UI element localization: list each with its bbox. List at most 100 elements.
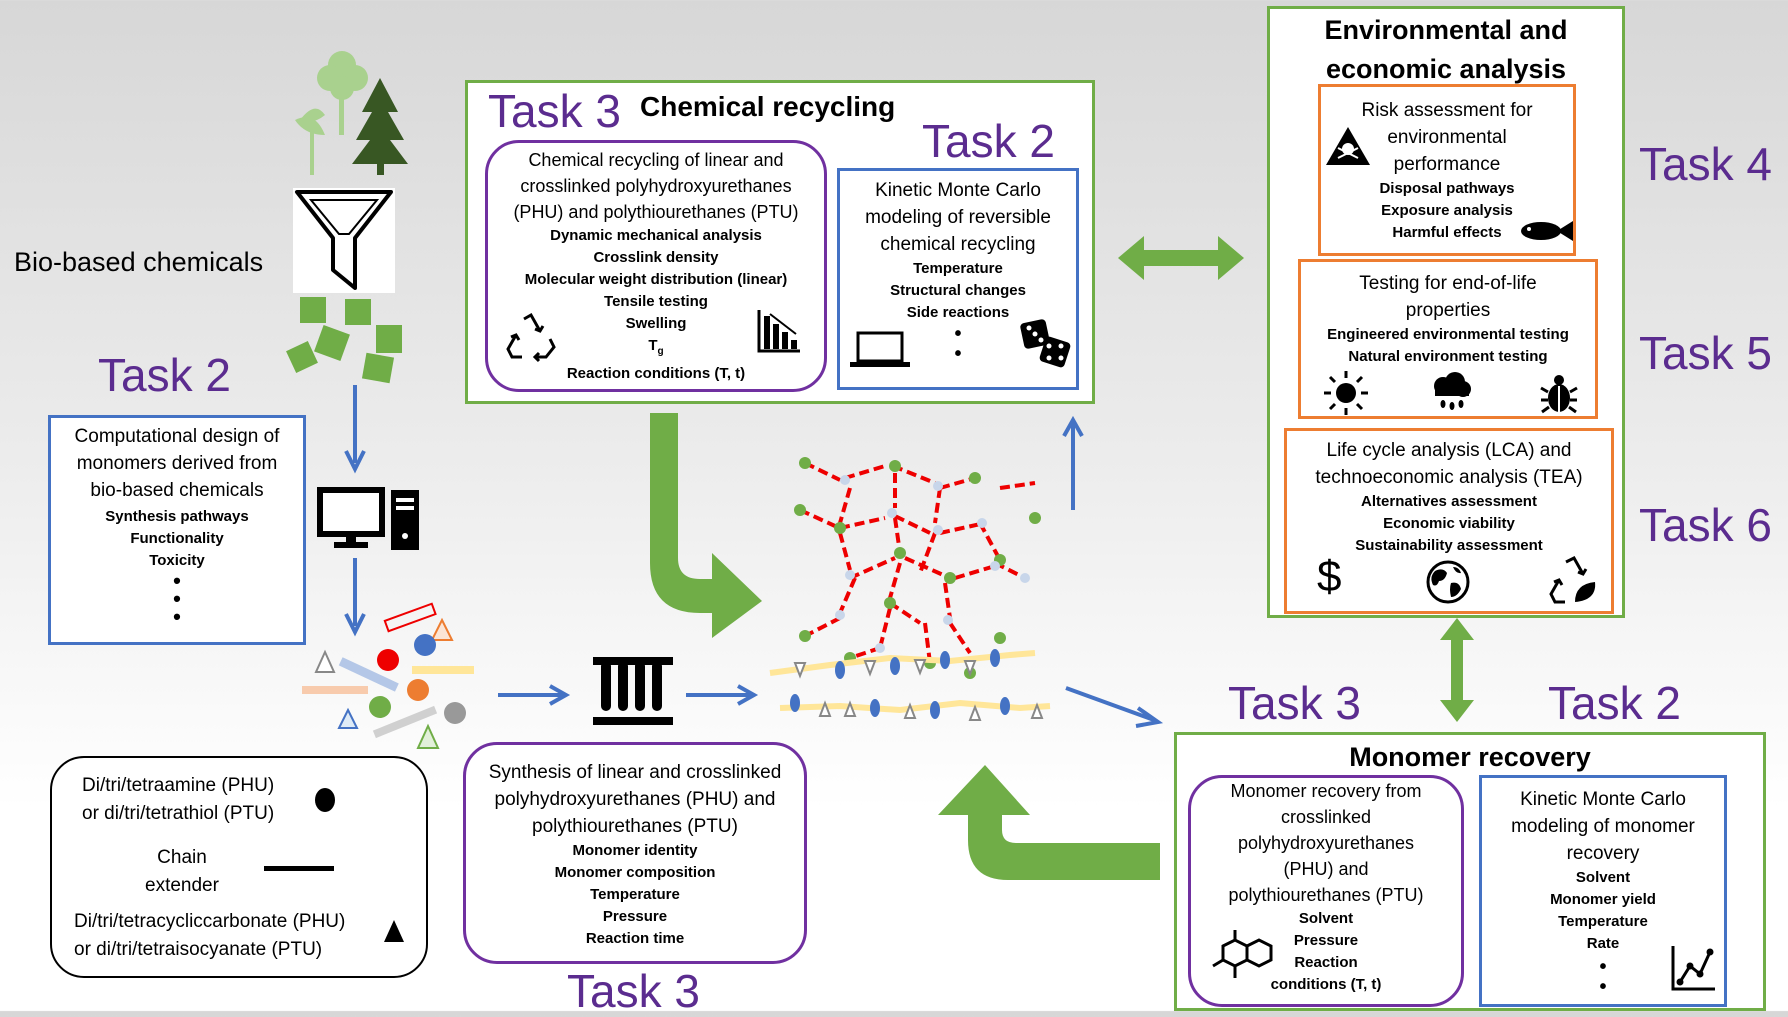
ellipsis-dots-monomer: •• — [1599, 956, 1607, 998]
arrow-down-2 — [344, 558, 366, 637]
molecule-icon — [1212, 930, 1273, 978]
kmc-side-reactions-item: Side reactions — [906, 304, 1010, 321]
dice-icon — [1018, 317, 1072, 371]
reaction-time-item: Reaction time — [585, 930, 685, 947]
green-arrow-to-network — [650, 413, 762, 638]
crosslink-density-item: Crosslink density — [593, 249, 719, 266]
legend-box: Di/tri/tetraamine (PHU) or di/tri/tetrat… — [50, 756, 428, 978]
pressure-item: Pressure — [602, 908, 668, 925]
test-tubes-icon — [593, 657, 673, 725]
plant-tree-icon — [295, 51, 408, 175]
task2-recycling-label: Task 2 — [922, 115, 1055, 167]
line-chart-up-icon — [1671, 946, 1715, 991]
risk-assessment-box: Risk assessment for environmental perfor… — [1318, 84, 1576, 256]
monomer-inner-title: Monomer recovery from crosslinked polyhy… — [1228, 781, 1424, 905]
end-of-life-box: Testing for end-of-life properties Engin… — [1298, 259, 1598, 419]
temperature-item: Temperature — [590, 886, 680, 903]
lca-box: Life cycle analysis (LCA) and technoecon… — [1284, 428, 1614, 614]
toxicity-item: Toxicity — [149, 552, 205, 569]
tensile-item: Tensile testing — [604, 293, 708, 310]
arrow-right-2 — [686, 684, 759, 706]
computational-design-box: Computational design of monomers derived… — [48, 415, 306, 645]
kmc-rate-item: Rate — [1586, 935, 1620, 952]
economic-viability-item: Economic viability — [1383, 515, 1515, 532]
kmc-solvent-item: Solvent — [1575, 869, 1631, 886]
mwd-item: Molecular weight distribution (linear) — [524, 271, 788, 288]
task4-label: Task 4 — [1639, 138, 1772, 190]
synthesis-box: Synthesis of linear and crosslinked poly… — [463, 742, 807, 964]
monomer-solvent-item: Solvent — [1298, 910, 1354, 927]
arrow-up-to-recycling — [1062, 415, 1084, 510]
arrow-to-monomer-recovery — [1065, 686, 1164, 728]
monomer-inner-box: Monomer recovery from crosslinked polyhy… — [1188, 775, 1464, 1007]
recycle-leaf-icon — [1549, 556, 1596, 604]
legend-carbonate-label: Di/tri/tetracycliccarbonate (PHU) or di/… — [74, 911, 346, 960]
kmc-monomer-yield-item: Monomer yield — [1550, 891, 1656, 908]
task6-label: Task 6 — [1639, 499, 1772, 551]
exposure-analysis-item: Exposure analysis — [1381, 202, 1513, 219]
engineered-testing-item: Engineered environmental testing — [1327, 326, 1569, 343]
green-arrow-from-monomer — [938, 765, 1160, 880]
reaction-conditions-item: Reaction conditions (T, t) — [566, 365, 746, 382]
recycle-icon — [506, 312, 556, 363]
monomer-recovery-box: Monomer recovery Monomer recovery from c… — [1174, 732, 1766, 1011]
risk-assessment-title: Risk assessment for environmental perfor… — [1361, 100, 1533, 175]
monomer-recovery-heading: Monomer recovery — [1349, 742, 1591, 772]
task2-left-label: Task 2 — [98, 349, 231, 401]
arrow-right-1 — [498, 684, 571, 706]
tg-item: Tg — [648, 337, 664, 357]
legend-chain-label: Chain extender — [145, 847, 219, 896]
double-arrow-horizontal — [1118, 236, 1244, 280]
harmful-effects-item: Harmful effects — [1392, 224, 1502, 241]
monomer-conditions-item: conditions (T, t) — [1270, 976, 1382, 993]
monomer-identity-item: Monomer identity — [572, 842, 698, 859]
amine-dot-icon — [315, 788, 335, 812]
disposal-pathways-item: Disposal pathways — [1379, 180, 1515, 197]
dma-item: Dynamic mechanical analysis — [550, 227, 762, 244]
fish-icon — [1521, 221, 1573, 241]
polymer-network-icon — [769, 457, 1051, 721]
sustainability-assessment-item: Sustainability assessment — [1355, 537, 1543, 554]
recycling-inner-box: Chemical recycling of linear and crossli… — [485, 140, 827, 392]
monomer-shapes-icon — [302, 602, 474, 749]
chemical-recycling-heading: Chemical recycling — [640, 91, 896, 122]
chain-extender-line-icon — [264, 866, 334, 871]
task3-bottom-label: Task 3 — [567, 965, 700, 1017]
legend-amine-label: Di/tri/tetraamine (PHU) or di/tri/tetrat… — [82, 775, 275, 824]
bio-based-label: Bio-based chemicals — [14, 247, 264, 277]
rain-cloud-icon — [1434, 372, 1471, 410]
task5-label: Task 5 — [1639, 327, 1772, 379]
kmc-monomer-box: Kinetic Monte Carlo modeling of monomer … — [1479, 775, 1727, 1007]
end-of-life-title: Testing for end-of-life properties — [1359, 273, 1537, 321]
environmental-heading: Environmental and economic analysis — [1324, 15, 1568, 84]
bug-icon — [1540, 375, 1578, 414]
ellipsis-dots: ••• — [173, 568, 181, 629]
alternatives-assessment-item: Alternatives assessment — [1361, 493, 1537, 510]
functionality-item: Functionality — [130, 530, 224, 547]
synthesis-pathways-item: Synthesis pathways — [105, 508, 249, 525]
kmc-temperature-item: Temperature — [913, 260, 1003, 277]
ellipsis-dots-kmc: •• — [954, 323, 962, 365]
computational-design-title: Computational design of monomers derived… — [74, 426, 280, 501]
task3-recycling-label: Task 3 — [488, 85, 621, 137]
arrow-down-1 — [344, 385, 366, 474]
bar-chart-down-icon — [757, 310, 800, 353]
green-squares-icon — [286, 297, 402, 384]
recycling-inner-title: Chemical recycling of linear and crossli… — [513, 150, 799, 222]
swelling-item: Swelling — [625, 315, 687, 332]
kmc-structural-item: Structural changes — [890, 282, 1026, 299]
globe-icon — [1426, 560, 1470, 604]
double-arrow-vertical — [1440, 618, 1474, 722]
skull-hazard-icon — [1326, 127, 1370, 165]
kmc-monomer-title: Kinetic Monte Carlo modeling of monomer … — [1511, 789, 1695, 864]
kmc-monomer-temperature-item: Temperature — [1558, 913, 1648, 930]
sun-icon — [1324, 371, 1368, 415]
kmc-recycling-title: Kinetic Monte Carlo modeling of reversib… — [865, 180, 1051, 255]
monomer-pressure-item: Pressure — [1293, 932, 1359, 949]
synthesis-title: Synthesis of linear and crosslinked poly… — [488, 762, 782, 837]
natural-testing-item: Natural environment testing — [1348, 348, 1548, 365]
monomer-composition-item: Monomer composition — [554, 864, 716, 881]
carbonate-triangle-icon — [384, 920, 404, 942]
task2-monomer-label: Task 2 — [1548, 677, 1681, 729]
laptop-icon — [850, 331, 910, 367]
